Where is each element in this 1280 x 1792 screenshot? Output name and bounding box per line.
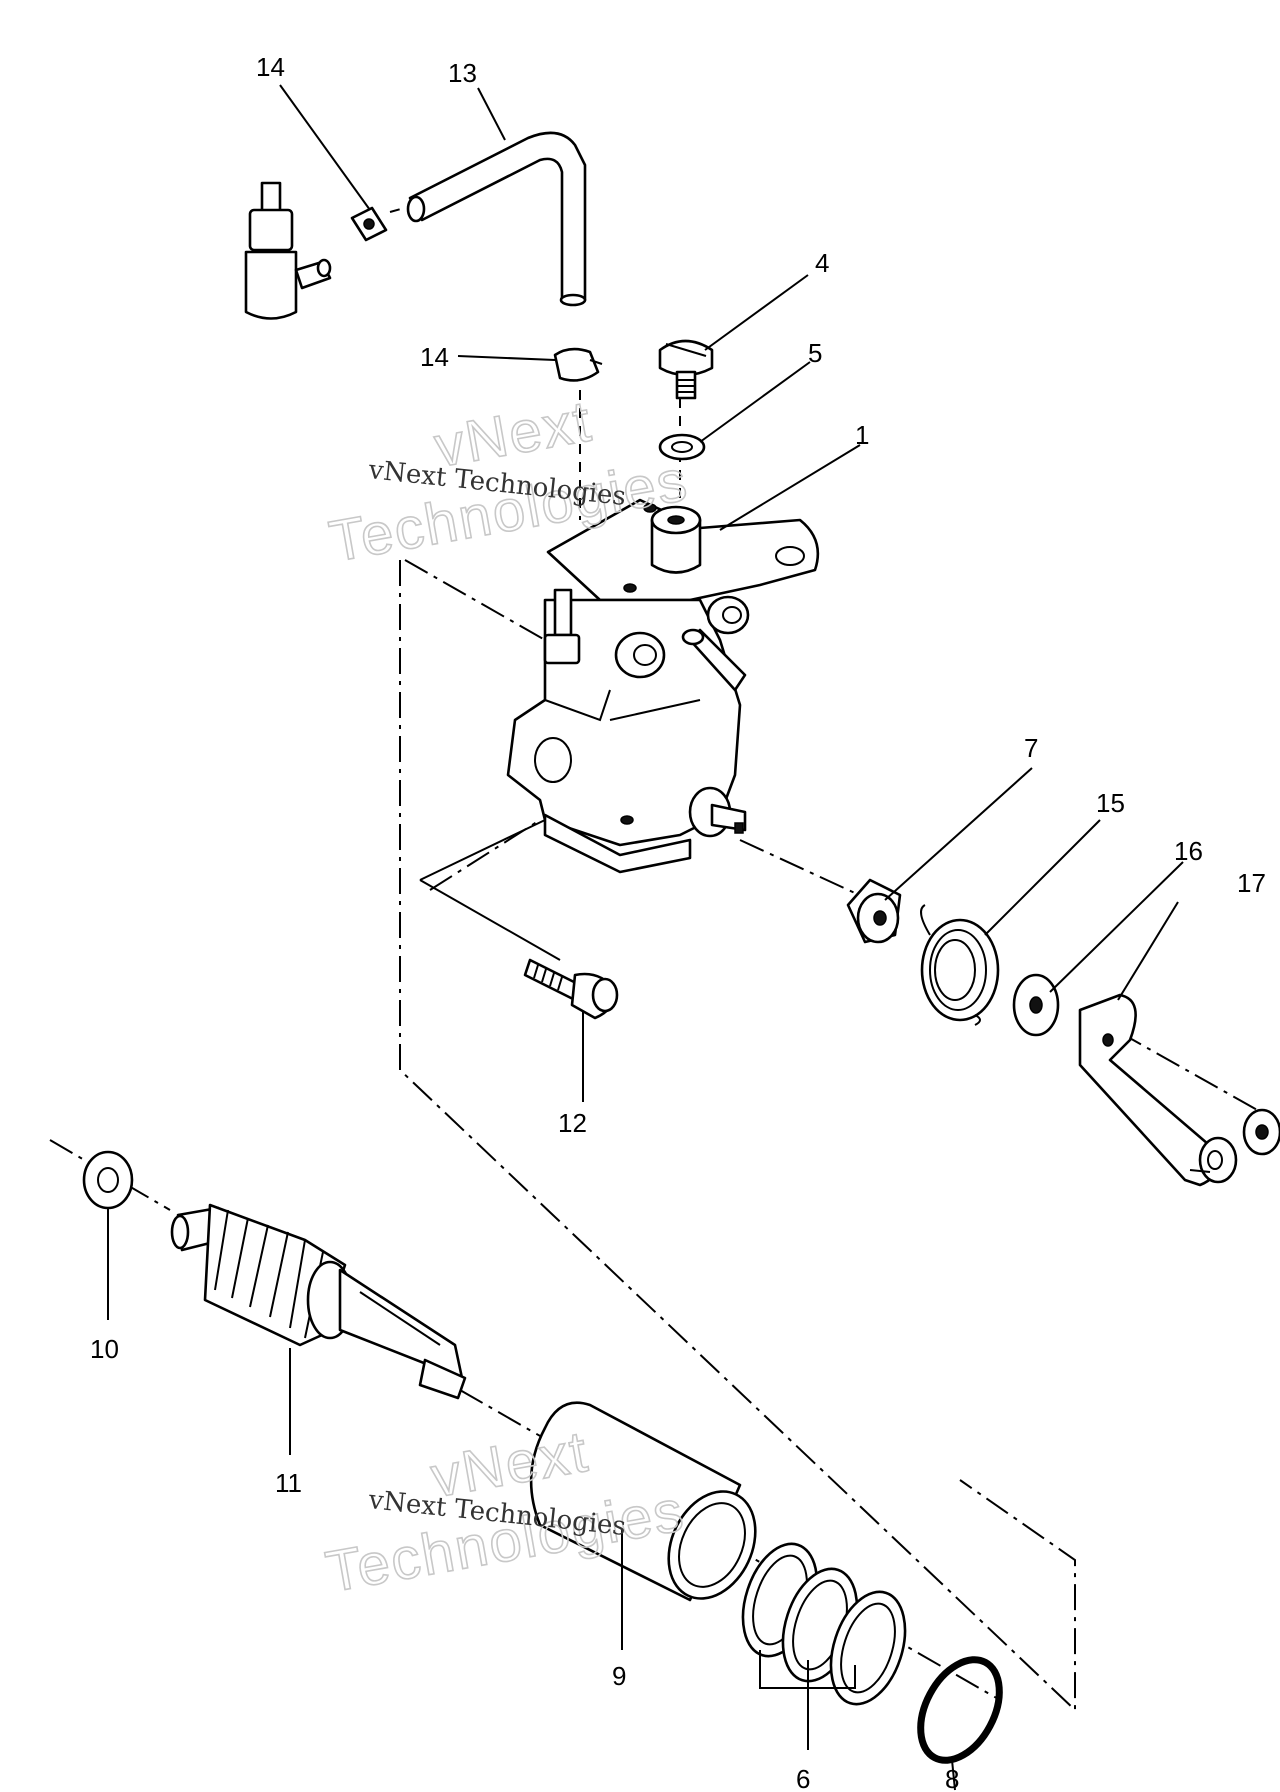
control-lever xyxy=(1078,993,1238,1187)
callout-1: 1 xyxy=(855,420,869,450)
return-spring xyxy=(920,904,1000,1026)
callout-15: 17 xyxy=(1237,868,1266,898)
oil-pump-body xyxy=(506,498,820,874)
callout-13: 13 xyxy=(448,58,477,88)
callout-16: 15 xyxy=(1096,788,1125,818)
callout-7: 8 xyxy=(945,1764,959,1792)
drive-gear-shaft xyxy=(170,1203,467,1400)
filter-sleeve xyxy=(529,1401,757,1602)
callout-10: 10 xyxy=(90,1334,119,1364)
sealing-washer xyxy=(658,433,706,461)
spacer-collar xyxy=(846,878,902,944)
hose-clamp-upper xyxy=(350,206,388,242)
callout-9: 7 xyxy=(1024,733,1038,763)
callout-5: 5 xyxy=(808,338,822,368)
banjo-bolt xyxy=(658,339,714,400)
thrust-washer xyxy=(82,1150,134,1210)
callout-14-upper: 14 xyxy=(256,52,285,82)
mounting-bolt xyxy=(523,958,619,1020)
flat-washer xyxy=(1012,973,1060,1037)
o-ring xyxy=(917,1656,1003,1764)
callout-labels: 14 13 14 4 5 1 7 15 16 17 10 11 12 9 6 8 xyxy=(90,52,1266,1792)
leader-lines xyxy=(107,84,1184,1791)
callout-14-lower: 14 xyxy=(420,342,449,372)
callout-4: 4 xyxy=(815,248,829,278)
callout-11: 11 xyxy=(275,1468,302,1498)
callout-8: 9 xyxy=(612,1661,626,1691)
hose-clamp-lower xyxy=(553,347,603,382)
lock-washer xyxy=(1242,1108,1280,1156)
hose xyxy=(406,131,587,307)
level-sensor xyxy=(244,181,332,320)
callout-6: 6 xyxy=(796,1764,810,1792)
callout-12: 12 xyxy=(558,1108,587,1138)
callout-17: 16 xyxy=(1174,836,1203,866)
shim-set xyxy=(741,1542,907,1706)
